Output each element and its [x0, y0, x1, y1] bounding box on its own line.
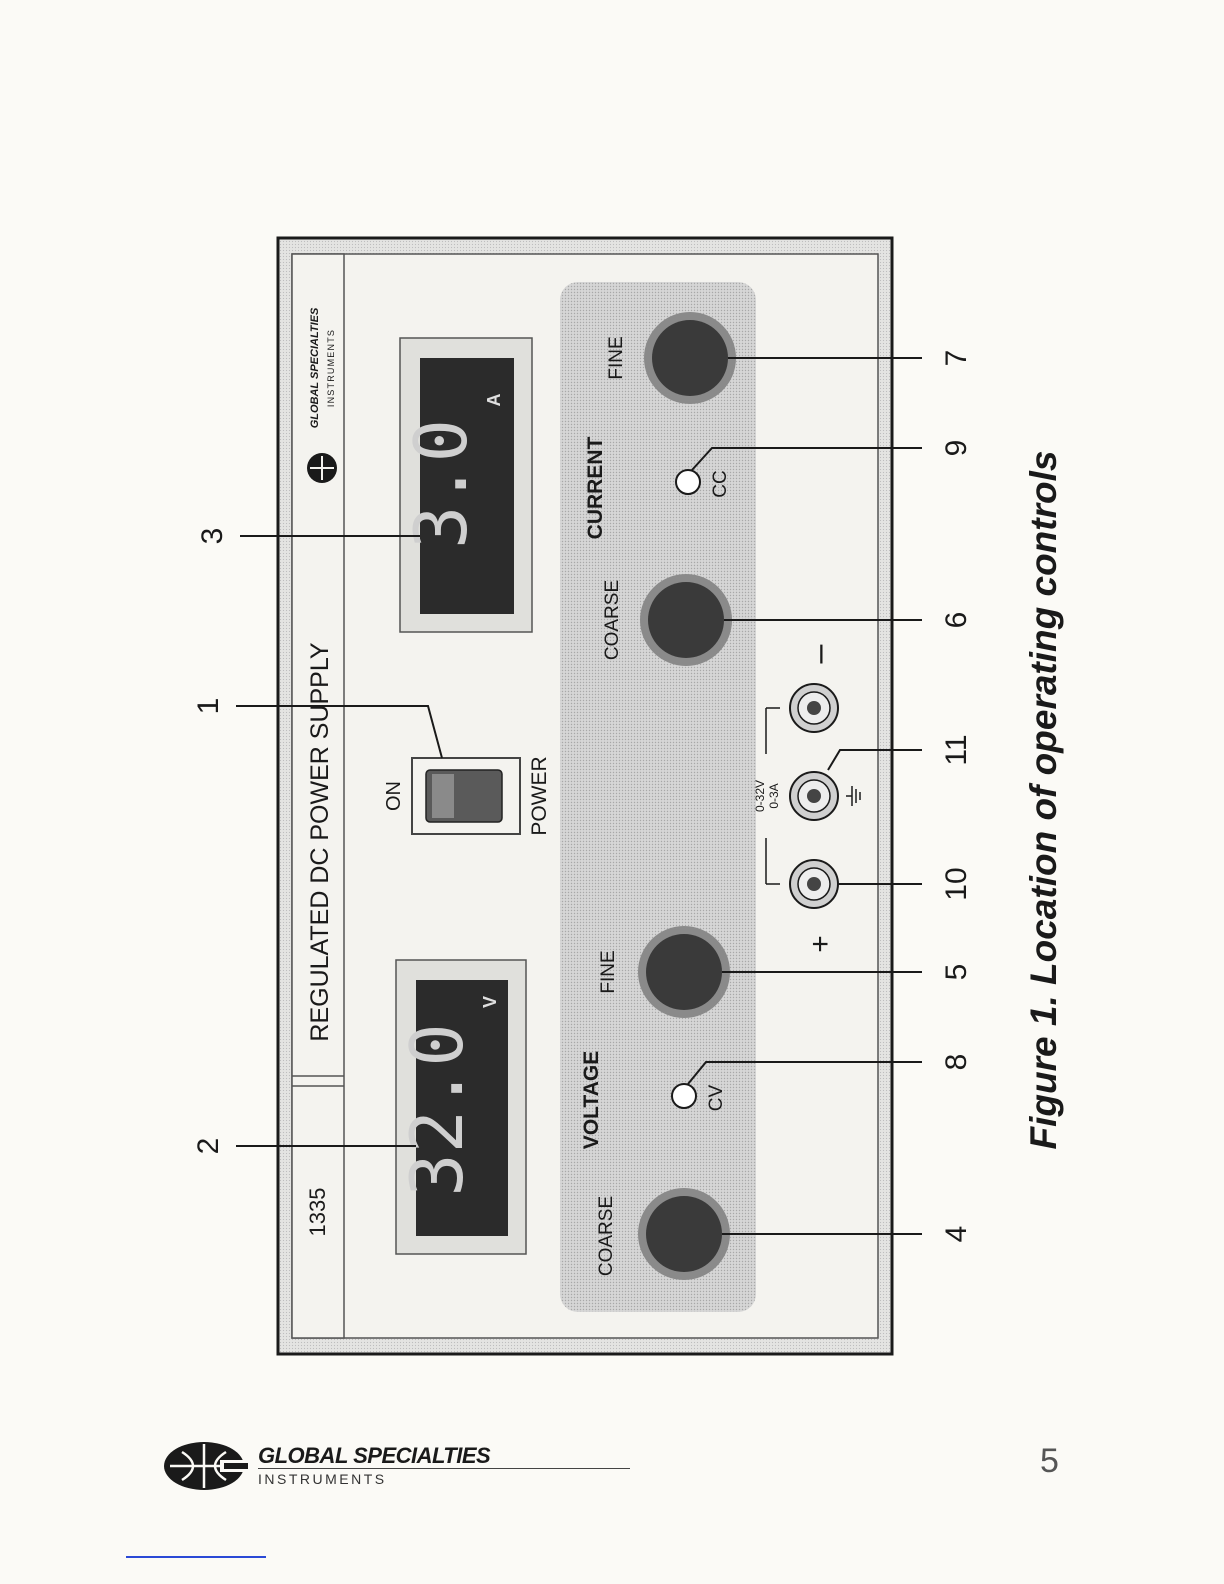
callout-2: 2: [192, 1138, 225, 1155]
voltage-fine-label: FINE: [598, 950, 619, 993]
range-voltage-label: 0-32V: [753, 780, 767, 812]
voltage-fine-knob[interactable]: [638, 926, 730, 1018]
current-meter: 3.0 A: [399, 338, 532, 632]
panel-title: REGULATED DC POWER SUPPLY: [306, 642, 334, 1041]
callout-8: 8: [940, 1054, 973, 1071]
current-unit: A: [484, 394, 504, 407]
panel-brand-sub: INSTRUMENTS: [326, 329, 336, 407]
minus-label: –: [800, 644, 838, 663]
ground-terminal[interactable]: [790, 772, 838, 820]
plus-label: +: [804, 935, 837, 953]
callout-4: 4: [940, 1226, 973, 1243]
current-section-label: CURRENT: [584, 437, 607, 540]
blue-underline: [126, 1556, 266, 1558]
power-label: POWER: [528, 756, 551, 835]
callout-7: 7: [940, 350, 973, 367]
callout-1: 1: [192, 698, 225, 715]
current-fine-knob[interactable]: [644, 312, 736, 404]
callout-6: 6: [940, 612, 973, 629]
current-coarse-label: COARSE: [602, 580, 623, 660]
voltage-section-label: VOLTAGE: [580, 1051, 603, 1149]
voltage-coarse-label: COARSE: [596, 1196, 617, 1276]
globe-logo-icon: [164, 1442, 250, 1490]
voltage-coarse-knob[interactable]: [638, 1188, 730, 1280]
cc-indicator-lamp: [676, 470, 700, 494]
voltage-readout: 32.0: [395, 1023, 479, 1196]
voltage-unit: V: [480, 996, 500, 1008]
callout-10: 10: [940, 867, 973, 900]
footer-divider: [258, 1468, 630, 1469]
power-switch[interactable]: [412, 758, 520, 834]
cv-label: CV: [706, 1084, 727, 1111]
model-number: 1335: [305, 1188, 330, 1237]
footer-brand-name: GLOBAL SPECIALTIES: [258, 1443, 490, 1469]
current-fine-label: FINE: [606, 336, 627, 379]
page-number: 5: [1040, 1442, 1059, 1481]
voltage-meter: 32.0 V: [395, 960, 526, 1254]
switch-on-label: ON: [383, 781, 405, 811]
figure-caption: Figure 1. Location of operating controls: [1023, 451, 1065, 1150]
range-current-label: 0-3A: [767, 783, 781, 808]
cv-indicator-lamp: [672, 1084, 696, 1108]
callout-9: 9: [940, 440, 973, 457]
control-panel-area: [560, 282, 756, 1312]
current-coarse-knob[interactable]: [640, 574, 732, 666]
callout-11: 11: [940, 734, 973, 765]
current-readout: 3.0: [399, 419, 483, 549]
cc-label: CC: [710, 470, 731, 497]
callout-5: 5: [940, 964, 973, 981]
negative-terminal[interactable]: [790, 684, 838, 732]
panel-brand-name: GLOBAL SPECIALTIES: [309, 307, 321, 428]
callout-3: 3: [196, 528, 229, 545]
positive-terminal[interactable]: [790, 860, 838, 908]
footer-brand-sub: INSTRUMENTS: [258, 1471, 387, 1487]
